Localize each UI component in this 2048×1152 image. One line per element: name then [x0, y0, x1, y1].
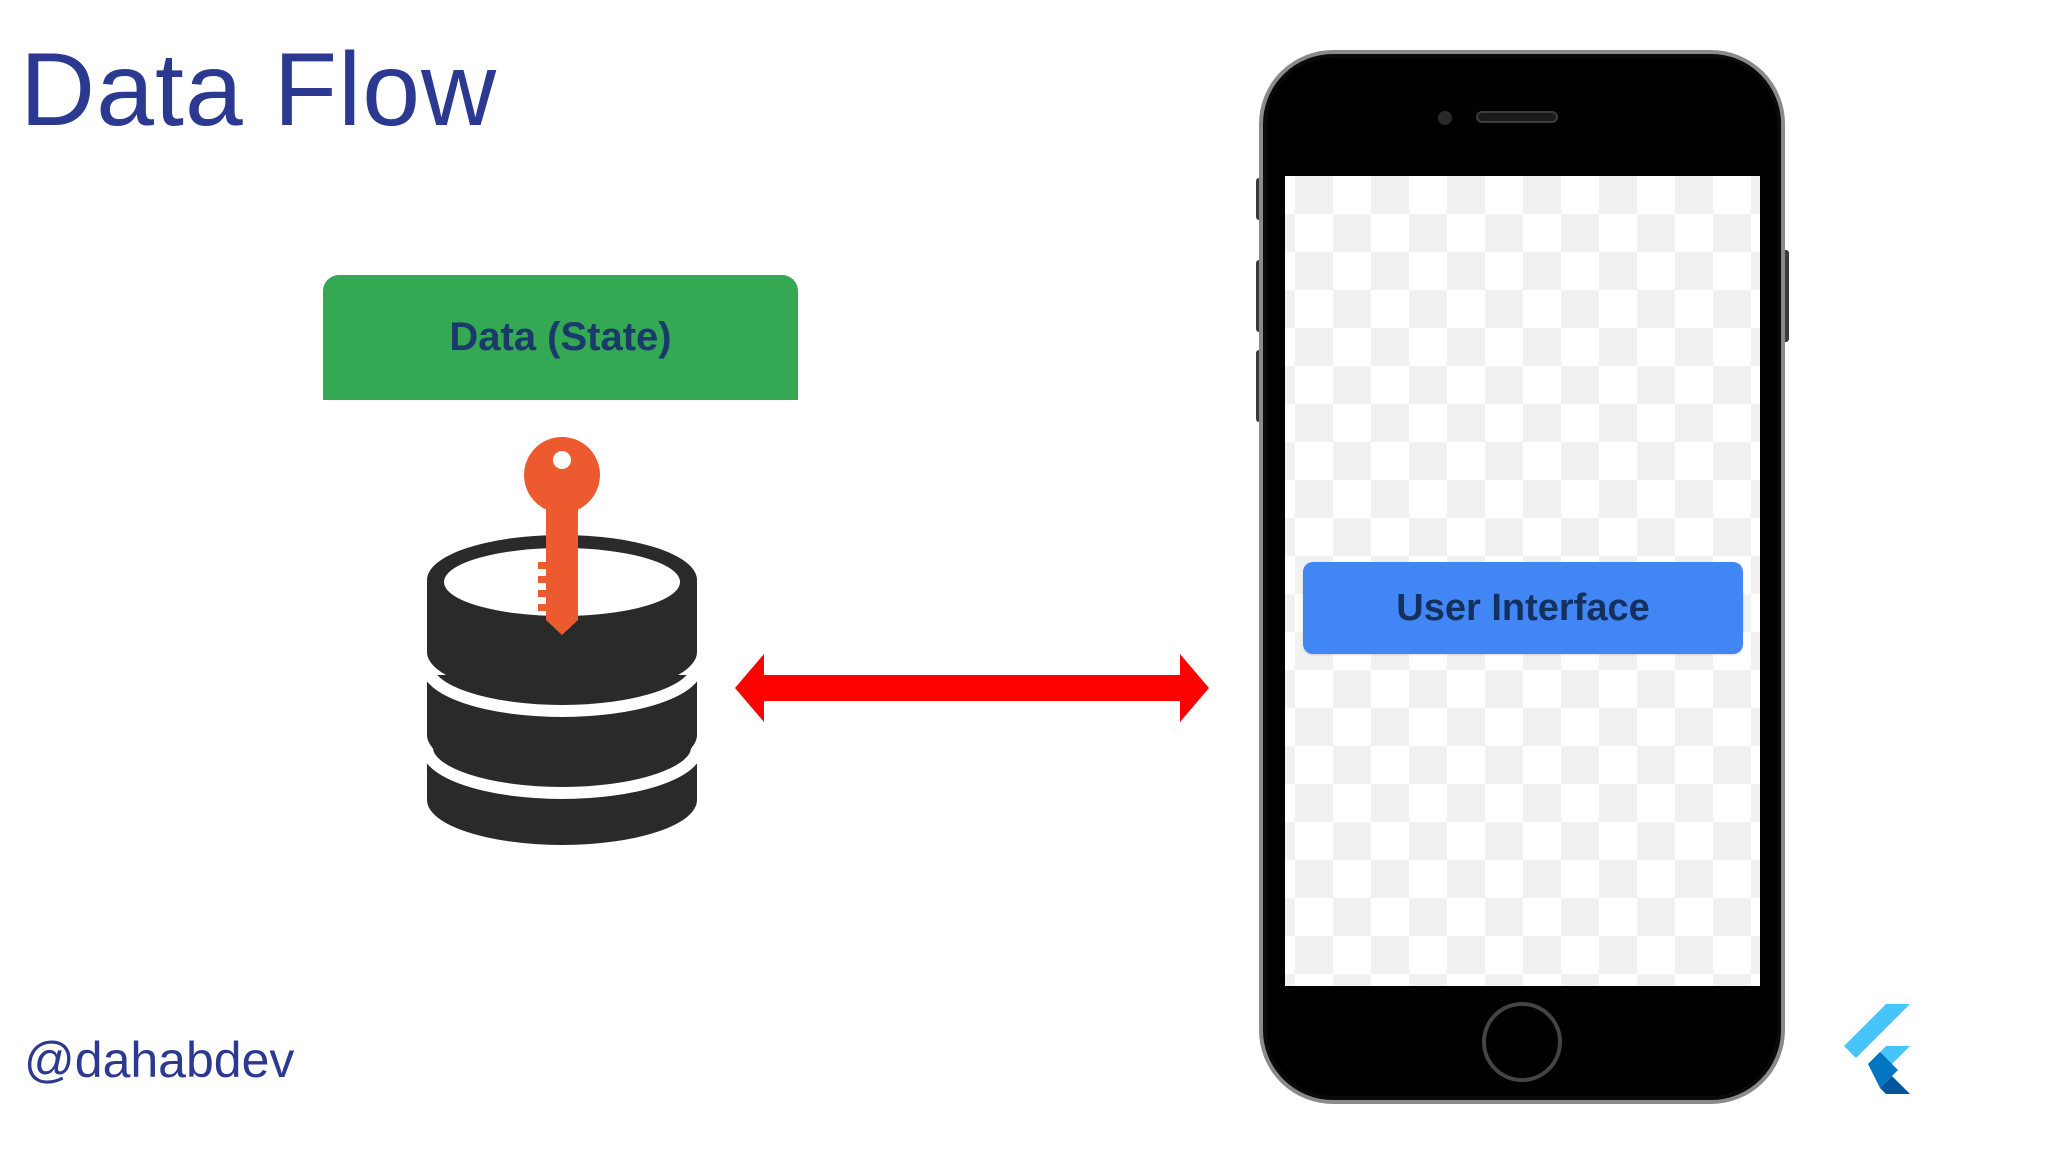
bidirectional-arrow: [735, 654, 1209, 722]
flutter-logo-icon: [1844, 1004, 1910, 1094]
data-state-label: Data (State): [449, 315, 672, 359]
user-interface-box: User Interface: [1303, 562, 1743, 654]
author-handle: @dahabdev: [24, 1032, 295, 1088]
slide-title: Data Flow: [20, 32, 498, 148]
key-icon: [524, 437, 600, 635]
user-interface-label: User Interface: [1396, 586, 1650, 629]
data-state-box: Data (State): [323, 275, 798, 400]
database-icon: [422, 437, 702, 845]
